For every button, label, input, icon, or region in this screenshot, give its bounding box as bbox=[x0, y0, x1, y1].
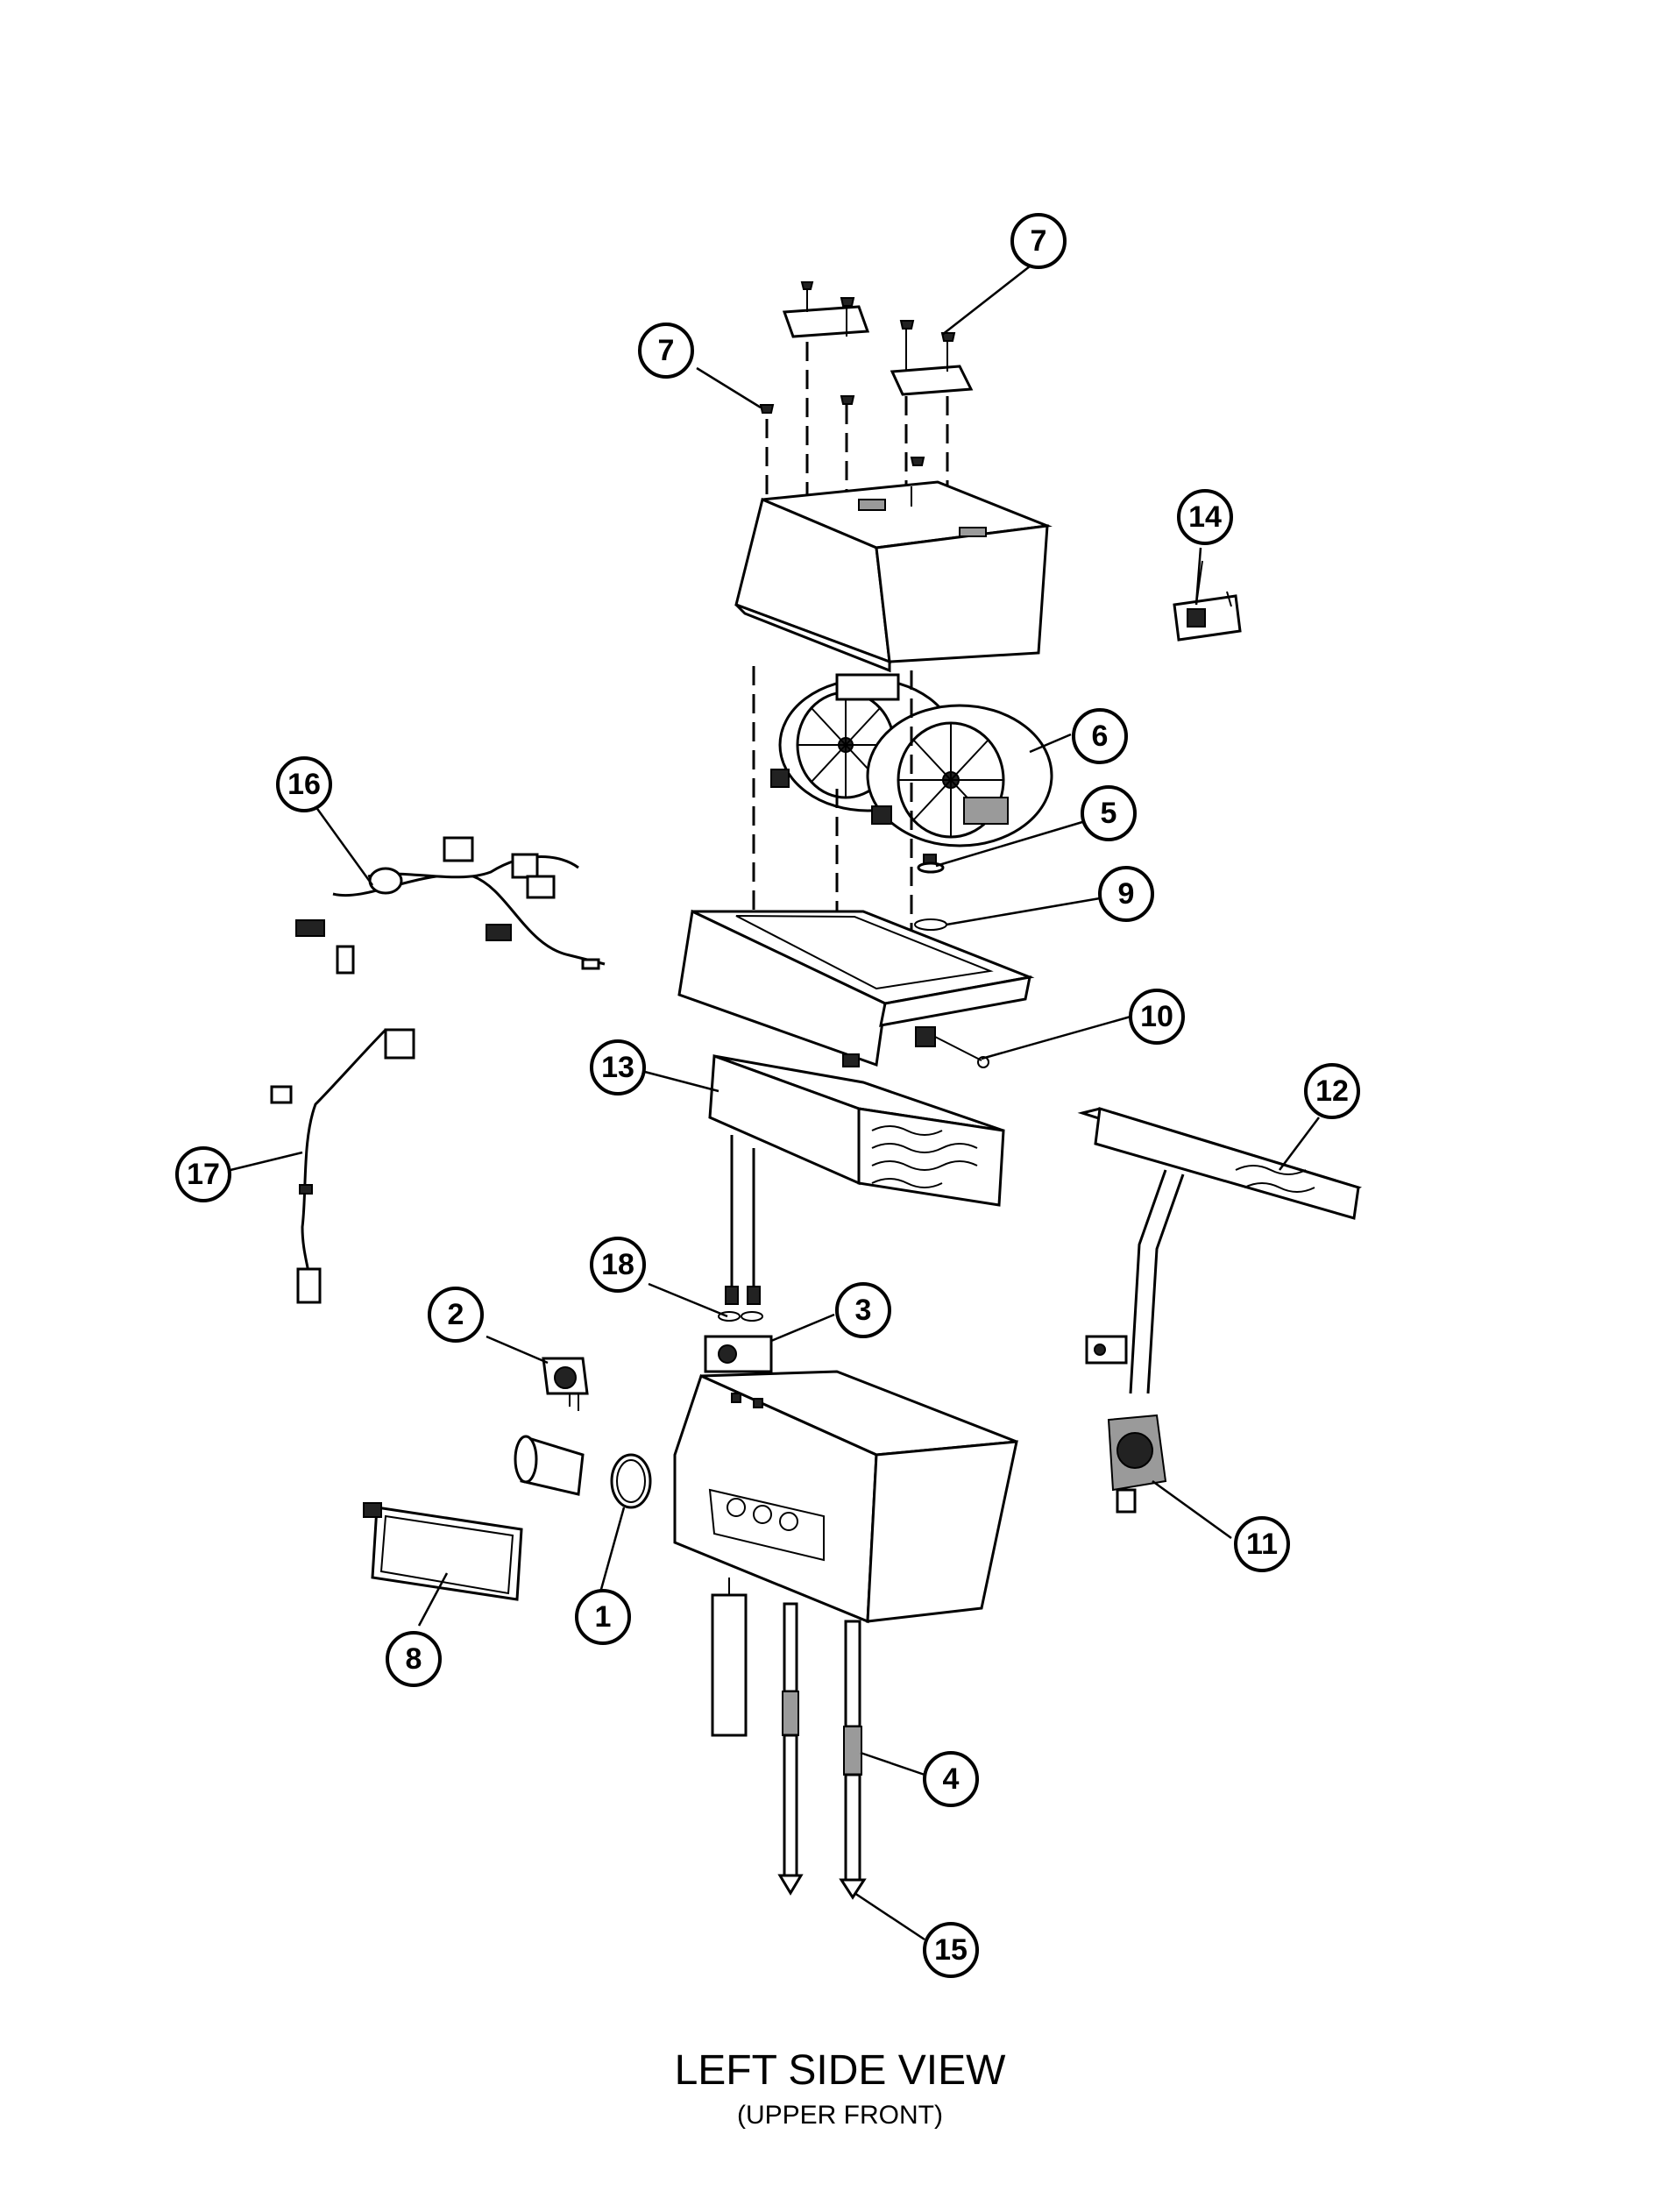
callout-label: 13 bbox=[601, 1051, 634, 1084]
callout-label: 12 bbox=[1315, 1074, 1349, 1108]
callout-label: 17 bbox=[187, 1158, 220, 1191]
callout-label: 3 bbox=[855, 1294, 872, 1327]
callout-16: 16 bbox=[276, 756, 332, 812]
callout-7-left: 7 bbox=[638, 323, 694, 379]
callout-13: 13 bbox=[590, 1039, 646, 1096]
lower-evaporator-case bbox=[673, 1370, 1018, 1624]
callout-label: 1 bbox=[595, 1600, 612, 1634]
callout-17: 17 bbox=[175, 1146, 231, 1202]
drain-tube-part-4 bbox=[711, 1578, 862, 1896]
callout-label: 10 bbox=[1140, 1000, 1173, 1033]
callout-12: 12 bbox=[1304, 1063, 1360, 1119]
callout-label: 4 bbox=[943, 1762, 960, 1796]
callout-1: 1 bbox=[575, 1589, 631, 1645]
callout-18: 18 bbox=[590, 1237, 646, 1293]
callout-label: 7 bbox=[658, 334, 675, 367]
callout-10: 10 bbox=[1129, 989, 1185, 1045]
callout-2: 2 bbox=[428, 1287, 484, 1343]
blower-base-tray bbox=[677, 909, 1035, 1067]
screw-part-5 bbox=[917, 854, 945, 874]
callout-9: 9 bbox=[1098, 866, 1154, 922]
callout-label: 15 bbox=[934, 1933, 968, 1967]
callout-8: 8 bbox=[386, 1631, 442, 1687]
view-title: LEFT SIDE VIEW bbox=[674, 2047, 1006, 2094]
wiring-harness-part-16 bbox=[295, 836, 606, 975]
expansion-valve-part-3 bbox=[704, 1335, 773, 1373]
leader-lines bbox=[230, 262, 1320, 1941]
callout-label: 16 bbox=[287, 768, 321, 801]
callout-label: 14 bbox=[1188, 500, 1222, 534]
callout-label: 9 bbox=[1118, 877, 1135, 911]
valve-part-11 bbox=[1107, 1414, 1167, 1514]
callout-5: 5 bbox=[1081, 785, 1137, 841]
drain-cap-part-15 bbox=[839, 1878, 867, 1900]
callout-3: 3 bbox=[835, 1282, 891, 1338]
sensor-part-10 bbox=[915, 1026, 989, 1068]
callout-label: 11 bbox=[1246, 1528, 1278, 1561]
callout-label: 5 bbox=[1101, 797, 1117, 830]
washer-part-9 bbox=[914, 918, 947, 931]
callout-14: 14 bbox=[1177, 489, 1233, 545]
alignment-lines-middle bbox=[752, 666, 913, 964]
oring-part-18b bbox=[741, 1311, 763, 1322]
callout-label: 7 bbox=[1031, 224, 1047, 258]
callout-7-top: 7 bbox=[1010, 213, 1067, 269]
filter-part-8 bbox=[363, 1502, 523, 1601]
callout-label: 2 bbox=[448, 1298, 464, 1331]
callout-label: 8 bbox=[406, 1642, 422, 1676]
oring-part-18a bbox=[718, 1311, 741, 1322]
view-subtitle: (UPPER FRONT) bbox=[737, 2101, 943, 2130]
callout-4: 4 bbox=[923, 1751, 979, 1807]
heater-core-part-13 bbox=[708, 1053, 1005, 1305]
callout-15: 15 bbox=[923, 1922, 979, 1978]
blower-wheel-right bbox=[866, 704, 1053, 847]
resistor-part-14 bbox=[1173, 560, 1242, 642]
screw-group-top bbox=[759, 281, 974, 500]
wiring-harness-part-17 bbox=[270, 1028, 415, 1304]
duct-clamp-part-1 bbox=[514, 1435, 652, 1509]
callout-label: 18 bbox=[601, 1248, 634, 1281]
callout-label: 6 bbox=[1092, 720, 1109, 753]
evaporator-part-12 bbox=[1077, 1107, 1363, 1394]
callout-6: 6 bbox=[1072, 708, 1128, 764]
actuator-part-2 bbox=[542, 1357, 589, 1411]
upper-blower-housing bbox=[734, 480, 1053, 673]
callout-11: 11 bbox=[1234, 1516, 1290, 1572]
